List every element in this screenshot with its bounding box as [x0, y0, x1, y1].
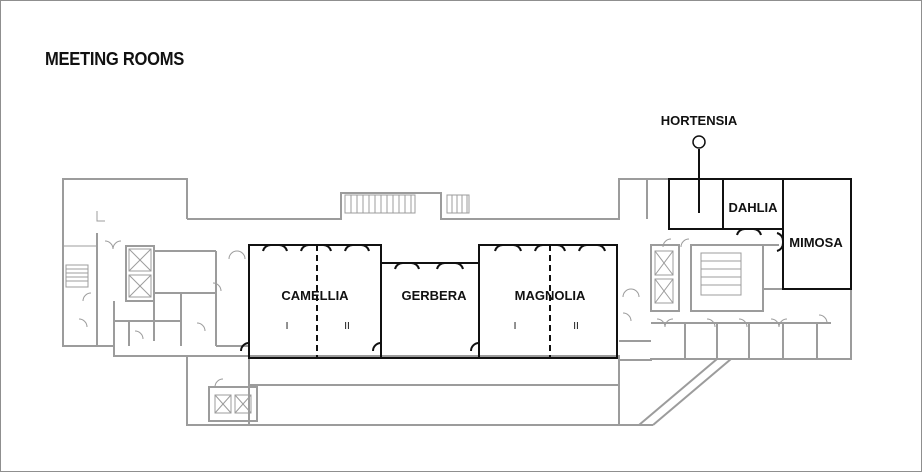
camellia-section-2-label: II — [344, 321, 350, 332]
elevators-left — [128, 248, 152, 298]
hortensia-marker — [692, 135, 706, 149]
camellia-room[interactable] — [240, 244, 382, 359]
stairs-left — [65, 264, 89, 288]
camellia-label: CAMELLIA — [281, 288, 349, 303]
elevators-bottom — [208, 386, 258, 422]
magnolia-section-1-label: I — [514, 321, 517, 332]
mimosa-label: MIMOSA — [789, 235, 843, 250]
magnolia-section-2-label: II — [573, 321, 579, 332]
door-swings — [78, 238, 828, 388]
gerbera-label: GERBERA — [401, 288, 467, 303]
camellia-section-1-label: I — [286, 321, 289, 332]
stairs-right — [700, 252, 742, 296]
mimosa-room[interactable] — [776, 178, 852, 290]
hortensia-room[interactable] — [668, 135, 724, 230]
dahlia-label: DAHLIA — [728, 200, 778, 215]
stairs-top — [344, 194, 470, 214]
lower-block — [186, 355, 620, 426]
magnolia-label: MAGNOLIA — [515, 288, 586, 303]
magnolia-room[interactable] — [470, 244, 618, 359]
left-wing — [62, 211, 249, 347]
hortensia-label: HORTENSIA — [661, 113, 738, 128]
right-wing — [619, 244, 851, 359]
ramp — [619, 358, 732, 426]
page-title: MEETING ROOMS — [45, 49, 185, 69]
gerbera-room[interactable] — [372, 262, 480, 359]
